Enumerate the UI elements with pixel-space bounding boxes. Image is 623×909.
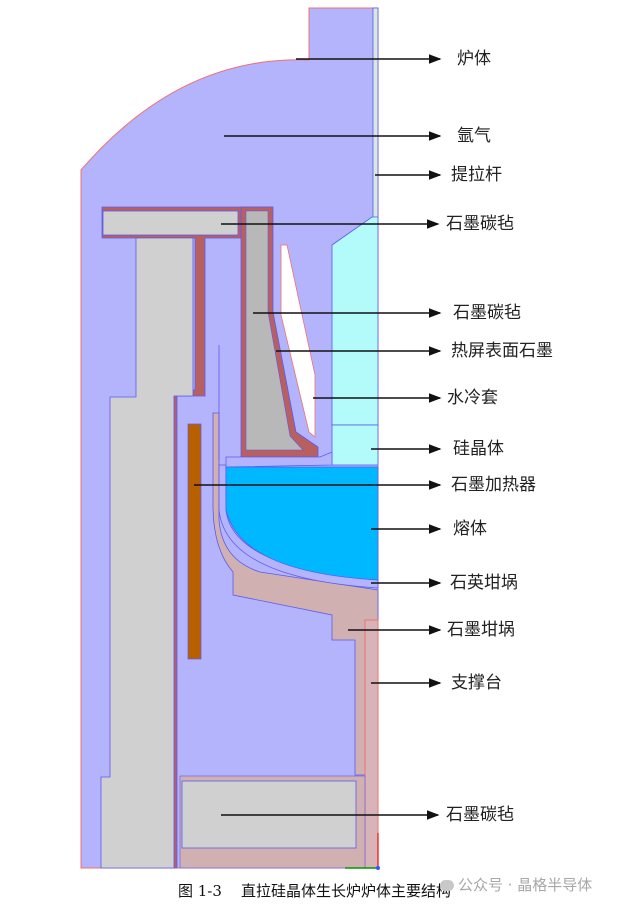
graphite-crucible-shape bbox=[212, 412, 379, 869]
watermark: 公众号 · 晶格半导体 bbox=[440, 874, 592, 895]
heat-shield-core bbox=[245, 210, 304, 451]
graphite-heater-shape bbox=[187, 423, 202, 660]
label-argon-gas: 氩气 bbox=[457, 126, 491, 146]
axis-origin-icon bbox=[376, 866, 380, 870]
wechat-icon bbox=[440, 880, 454, 891]
figure-caption: 图 1-3 直拉硅晶体生长炉炉体主要结构 bbox=[178, 880, 451, 901]
label-pull-rod: 提拉杆 bbox=[451, 165, 502, 185]
caption-title: 直拉硅晶体生长炉炉体主要结构 bbox=[241, 882, 452, 900]
shield-rim bbox=[225, 451, 333, 468]
label-graphite-crucible: 石墨坩埚 bbox=[447, 620, 515, 640]
label-graphite-heater: 石墨加热器 bbox=[451, 475, 536, 495]
melt-shape bbox=[225, 466, 379, 581]
label-melt: 熔体 bbox=[453, 519, 487, 539]
label-support-pedestal: 支撑台 bbox=[451, 673, 502, 693]
label-quartz-crucible: 石英坩埚 bbox=[450, 573, 518, 593]
label-heat-shield-graphite: 热屏表面石墨 bbox=[451, 341, 553, 361]
support-pedestal-shape bbox=[364, 619, 379, 869]
pull-rod-shape bbox=[372, 7, 379, 219]
label-furnace-body: 炉体 bbox=[457, 49, 491, 69]
caption-number: 图 1-3 bbox=[178, 882, 222, 900]
label-graphite-felt-top: 石墨碳毡 bbox=[446, 214, 514, 234]
label-graphite-felt-bottom: 石墨碳毡 bbox=[446, 805, 514, 825]
top-felt-shape bbox=[102, 210, 239, 236]
shield-gap bbox=[280, 244, 316, 438]
label-graphite-felt-shield: 石墨碳毡 bbox=[453, 303, 521, 323]
silicon-crystal-shape bbox=[331, 424, 379, 466]
watermark-text: 公众号 · 晶格半导体 bbox=[458, 876, 593, 894]
quartz-crucible-shape bbox=[218, 464, 379, 589]
felt-column-shape bbox=[100, 237, 194, 869]
label-silicon-crystal: 硅晶体 bbox=[453, 439, 504, 459]
water-jacket-shape bbox=[331, 216, 379, 426]
label-water-jacket: 水冷套 bbox=[447, 388, 498, 408]
